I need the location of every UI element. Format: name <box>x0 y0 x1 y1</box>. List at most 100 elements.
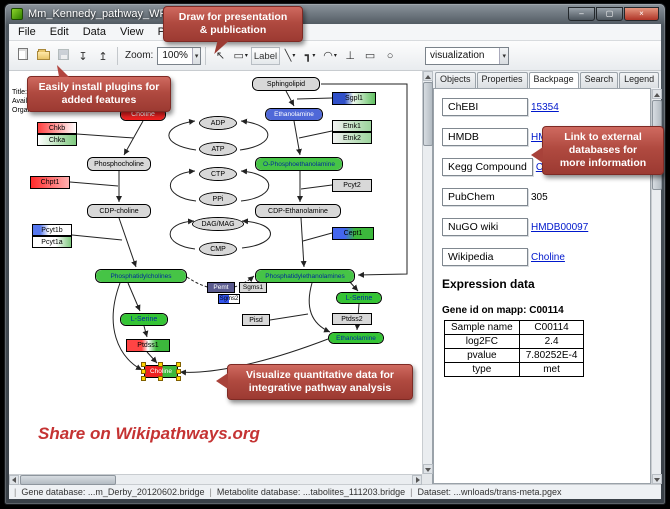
scroll-right-icon[interactable] <box>412 475 422 485</box>
vertical-scroll-thumb[interactable] <box>423 82 433 146</box>
rectangle-tool-icon: ▭ <box>364 49 376 62</box>
tab-properties[interactable]: Properties <box>476 72 528 88</box>
pathway-node-label: Etnk2 <box>333 133 371 143</box>
pathway-node-label: DAG/MAG <box>193 218 243 230</box>
scroll-up-icon[interactable] <box>423 71 433 81</box>
title-bar[interactable]: Mm_Kennedy_pathway_WP1771_45176.gpml – ▢… <box>5 4 665 23</box>
pathway-node-label: Sgms1 <box>240 283 266 292</box>
pathway-node-ptdss1[interactable]: Ptdss1 <box>126 339 170 352</box>
menu-data[interactable]: Data <box>82 26 106 38</box>
canvas-horizontal-scrollbar[interactable] <box>9 474 422 485</box>
arc-tool-button[interactable]: ◠▾ <box>320 45 340 65</box>
export-button[interactable]: ↥ <box>93 47 113 67</box>
ellipse-tool-button[interactable]: ○ <box>380 46 400 66</box>
pathway-node-cept1[interactable]: Cept1 <box>332 227 374 240</box>
pathway-node-o-phosphoethanolamine[interactable]: O-Phosphoethanolamine <box>255 157 343 171</box>
tab-search[interactable]: Search <box>579 72 619 88</box>
zoom-label: Zoom: <box>125 50 154 61</box>
open-folder-button[interactable] <box>33 44 53 64</box>
pathway-node-phosphatidylcholines[interactable]: Phosphatidylcholines <box>95 269 187 283</box>
selection-tool-icon: ↖ <box>215 49 226 62</box>
selection-tool-button[interactable]: ↖ <box>210 45 230 65</box>
maximize-button[interactable]: ▢ <box>596 6 623 21</box>
save-button[interactable] <box>53 45 73 65</box>
pathway-node-cmp[interactable]: CMP <box>199 242 237 256</box>
menu-file[interactable]: File <box>18 26 36 38</box>
pathway-node-cdp-choline[interactable]: CDP-choline <box>87 204 151 218</box>
pathway-node-chpt1[interactable]: Chpt1 <box>30 176 70 189</box>
pathway-node-pemt[interactable]: Pemt <box>207 282 235 293</box>
pathway-node-chkb[interactable]: Chkb <box>37 122 77 134</box>
pathway-node-l-serine[interactable]: L-Serine <box>120 313 168 326</box>
pathway-node-pisd[interactable]: Pisd <box>242 314 270 326</box>
elbow-connector-button[interactable]: ┓▾ <box>300 45 320 65</box>
pathway-node-ptdss2[interactable]: Ptdss2 <box>332 313 372 325</box>
selection-handle[interactable] <box>141 376 146 381</box>
pathway-node-ethanolamine[interactable]: Ethanolamine <box>265 108 323 121</box>
pathway-node-sgms1[interactable]: Sgms1 <box>239 282 267 293</box>
pathway-node-ethanolamine[interactable]: Ethanolamine <box>328 332 384 344</box>
selection-handle[interactable] <box>158 362 163 367</box>
pathway-node-l-serine[interactable]: L-Serine <box>336 292 382 304</box>
pathway-node-etnk1[interactable]: Etnk1 <box>332 120 372 132</box>
pathway-node-chka[interactable]: Chka <box>37 134 77 146</box>
selection-handle[interactable] <box>176 362 181 367</box>
new-file-button[interactable] <box>13 44 33 64</box>
pathway-node-ppi[interactable]: PPi <box>199 192 237 206</box>
pathway-node-label: PPi <box>200 193 236 205</box>
pathway-node-pcyt1a[interactable]: Pcyt1a <box>32 236 72 248</box>
selection-handle[interactable] <box>158 376 163 381</box>
datanode-tool-button[interactable]: ▭▾ <box>230 45 250 65</box>
status-segment: Dataset: ...wnloads/trans-meta.pgex <box>417 487 562 497</box>
pathway-node-label: Pcyt1b <box>33 225 71 235</box>
selection-handle[interactable] <box>176 368 181 374</box>
menu-view[interactable]: View <box>119 26 144 38</box>
external-db-link[interactable]: HMDB00097 <box>531 222 589 233</box>
pathway-node-pcyt2[interactable]: Pcyt2 <box>332 179 372 192</box>
rectangle-tool-button[interactable]: ▭ <box>360 45 380 65</box>
pathway-node-ctp[interactable]: CTP <box>199 167 237 181</box>
expression-table-cell: C00114 <box>518 320 585 335</box>
line-tool-button[interactable]: ╲▾ <box>280 45 300 65</box>
scroll-left-icon[interactable] <box>9 475 19 485</box>
scroll-down-icon[interactable] <box>423 464 433 474</box>
canvas-vertical-scr ollbar[interactable] <box>422 71 433 474</box>
pathway-node-phosphatidylethanolamines[interactable]: Phosphatidylethanolamines <box>255 269 355 283</box>
minimize-button[interactable]: – <box>568 6 595 21</box>
scroll-up-icon[interactable] <box>652 89 662 99</box>
pathway-node-adp[interactable]: ADP <box>199 116 237 130</box>
pathway-node-atp[interactable]: ATP <box>199 142 237 156</box>
pathway-node-sgpl1[interactable]: Sgpl1 <box>332 92 376 105</box>
tab-legend[interactable]: Legend <box>619 72 660 88</box>
pathway-node-pcyt1b[interactable]: Pcyt1b <box>32 224 72 236</box>
menu-edit[interactable]: Edit <box>49 26 69 38</box>
visualization-combobox[interactable]: visualization ▾ <box>425 46 509 65</box>
selection-handle[interactable] <box>141 368 146 374</box>
close-button[interactable]: × <box>624 6 659 21</box>
pathway-node-sphingolipid[interactable]: Sphingolipid <box>252 77 320 91</box>
selection-handle[interactable] <box>141 362 146 367</box>
tab-objects[interactable]: Objects <box>435 72 476 88</box>
pathway-node-sgms2[interactable]: Sgms2 <box>218 294 240 304</box>
callout-line: integrative pathway analysis <box>248 382 392 394</box>
label-tool-button[interactable]: Label <box>250 47 281 66</box>
import-button[interactable]: ↧ <box>73 47 93 67</box>
horizontal-scroll-thumb[interactable] <box>20 475 116 485</box>
pathway-node-etnk2[interactable]: Etnk2 <box>332 132 372 144</box>
scroll-down-icon[interactable] <box>652 474 662 484</box>
external-db-link[interactable]: Choline <box>531 252 565 263</box>
tbar-tool-button[interactable]: ⊥ <box>340 45 360 65</box>
zoom-combobox[interactable]: 100% ▾ <box>157 46 202 65</box>
external-db-link[interactable]: 15354 <box>531 102 559 113</box>
gene-id-line: Gene id on mapp: C00114 <box>442 305 564 316</box>
pathway-node-dag-mag[interactable]: DAG/MAG <box>192 217 244 231</box>
pathway-node-label: Ptdss2 <box>333 314 371 324</box>
pathway-node-choline[interactable]: Choline <box>141 362 181 381</box>
pathway-node-phosphocholine[interactable]: Phosphocholine <box>87 157 151 171</box>
selection-handle[interactable] <box>176 376 181 381</box>
pathway-node-cdp-ethanolamine[interactable]: CDP-Ethanolamine <box>255 204 341 218</box>
tab-backpage[interactable]: Backpage <box>528 72 579 88</box>
